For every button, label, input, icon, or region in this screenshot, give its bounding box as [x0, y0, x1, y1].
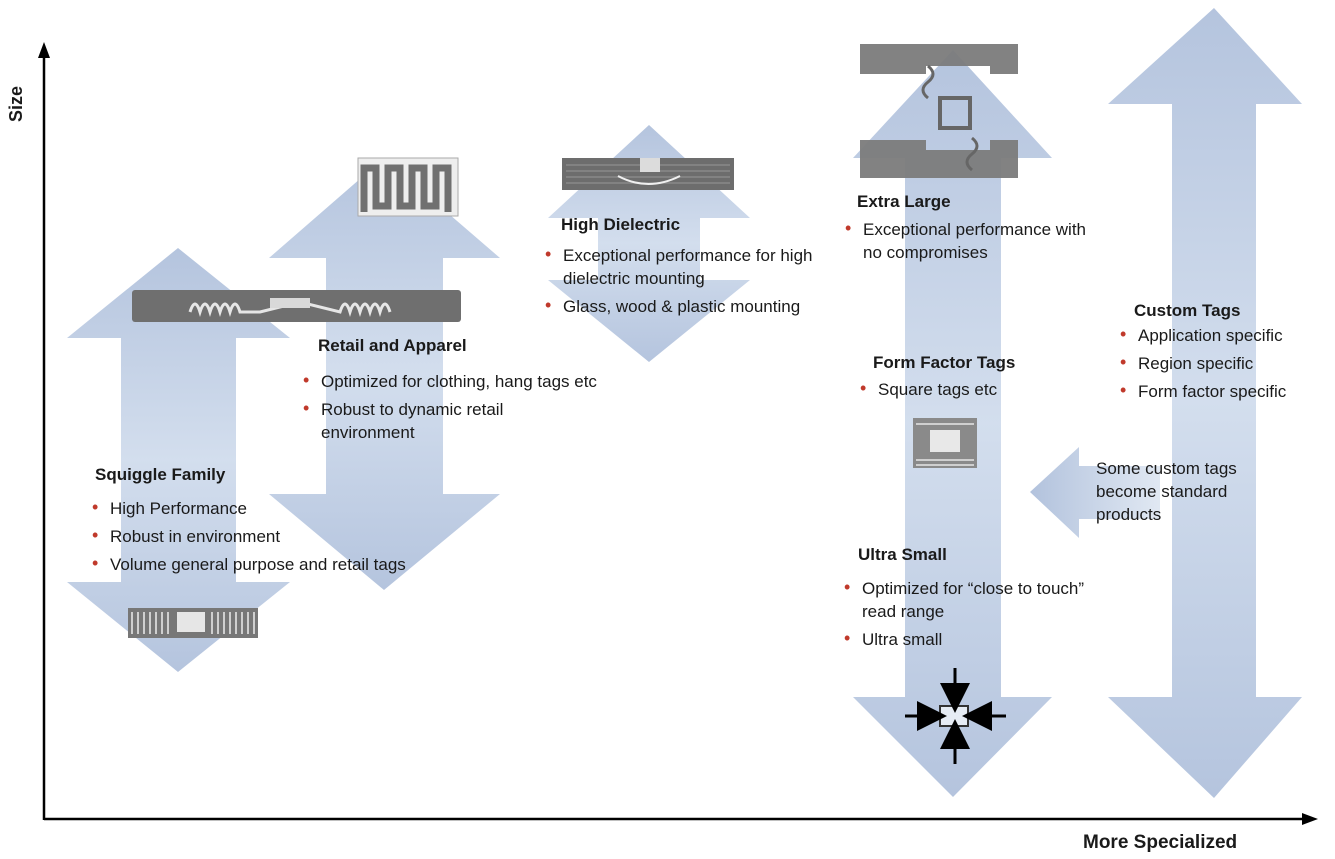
group-title-ultra-small: Ultra Small — [858, 545, 947, 564]
bullets-dielectric: Exceptional performance for high dielect… — [543, 243, 833, 323]
group-title-form-factor: Form Factor Tags — [873, 353, 1016, 372]
bullet-item: Optimized for “close to touch” read rang… — [842, 576, 1092, 623]
bullet-item: Exceptional performance for high dielect… — [543, 243, 833, 290]
bullet-item: Ultra small — [842, 627, 1092, 651]
bullet-item: High Performance — [90, 496, 510, 520]
tag-image-squiggle — [132, 290, 461, 322]
bullets-retail: Optimized for clothing, hang tags etc Ro… — [301, 369, 601, 449]
bullet-item: Form factor specific — [1118, 379, 1333, 403]
tag-image-ultra-small — [905, 668, 1006, 764]
bullet-item: Glass, wood & plastic mounting — [543, 294, 833, 318]
bullet-item: Optimized for clothing, hang tags etc — [301, 369, 601, 393]
group-title-retail: Retail and Apparel — [318, 336, 467, 355]
x-axis-arrowhead — [1302, 813, 1318, 825]
bullets-extra-large: Exceptional performance with no compromi… — [843, 217, 1103, 269]
bullet-item: Robust to dynamic retail environment — [301, 397, 601, 444]
x-axis-label: More Specialized — [1083, 832, 1238, 853]
bullet-item: Exceptional performance with no compromi… — [843, 217, 1103, 264]
bullet-item: Square tags etc — [858, 377, 1058, 401]
arrow-custom — [1108, 8, 1302, 798]
tag-image-form-factor — [913, 418, 977, 468]
tag-image-dielectric — [562, 158, 734, 190]
bullets-form-factor: Square tags etc — [858, 377, 1058, 406]
tag-image-squiggle-small — [128, 608, 258, 638]
bullets-ultra-small: Optimized for “close to touch” read rang… — [842, 576, 1092, 656]
group-title-squiggle: Squiggle Family — [95, 465, 226, 484]
group-title-extra-large: Extra Large — [857, 192, 951, 211]
bullets-squiggle: High Performance Robust in environment V… — [90, 496, 510, 581]
group-title-custom: Custom Tags — [1134, 301, 1241, 320]
group-title-dielectric: High Dielectric — [561, 215, 681, 234]
arrow-custom-to-standard — [1030, 447, 1160, 538]
note-custom-to-standard: Some custom tags become standard product… — [1096, 459, 1237, 524]
bullet-item: Volume general purpose and retail tags — [90, 552, 510, 576]
y-axis-arrowhead — [38, 42, 50, 58]
tag-image-retail — [357, 157, 459, 217]
tag-image-extra-large — [860, 44, 1018, 178]
bullet-item: Region specific — [1118, 351, 1333, 375]
bullets-custom: Application specific Region specific For… — [1118, 323, 1333, 408]
y-axis-label: Size — [6, 85, 26, 122]
bullet-item: Application specific — [1118, 323, 1333, 347]
bullet-item: Robust in environment — [90, 524, 510, 548]
